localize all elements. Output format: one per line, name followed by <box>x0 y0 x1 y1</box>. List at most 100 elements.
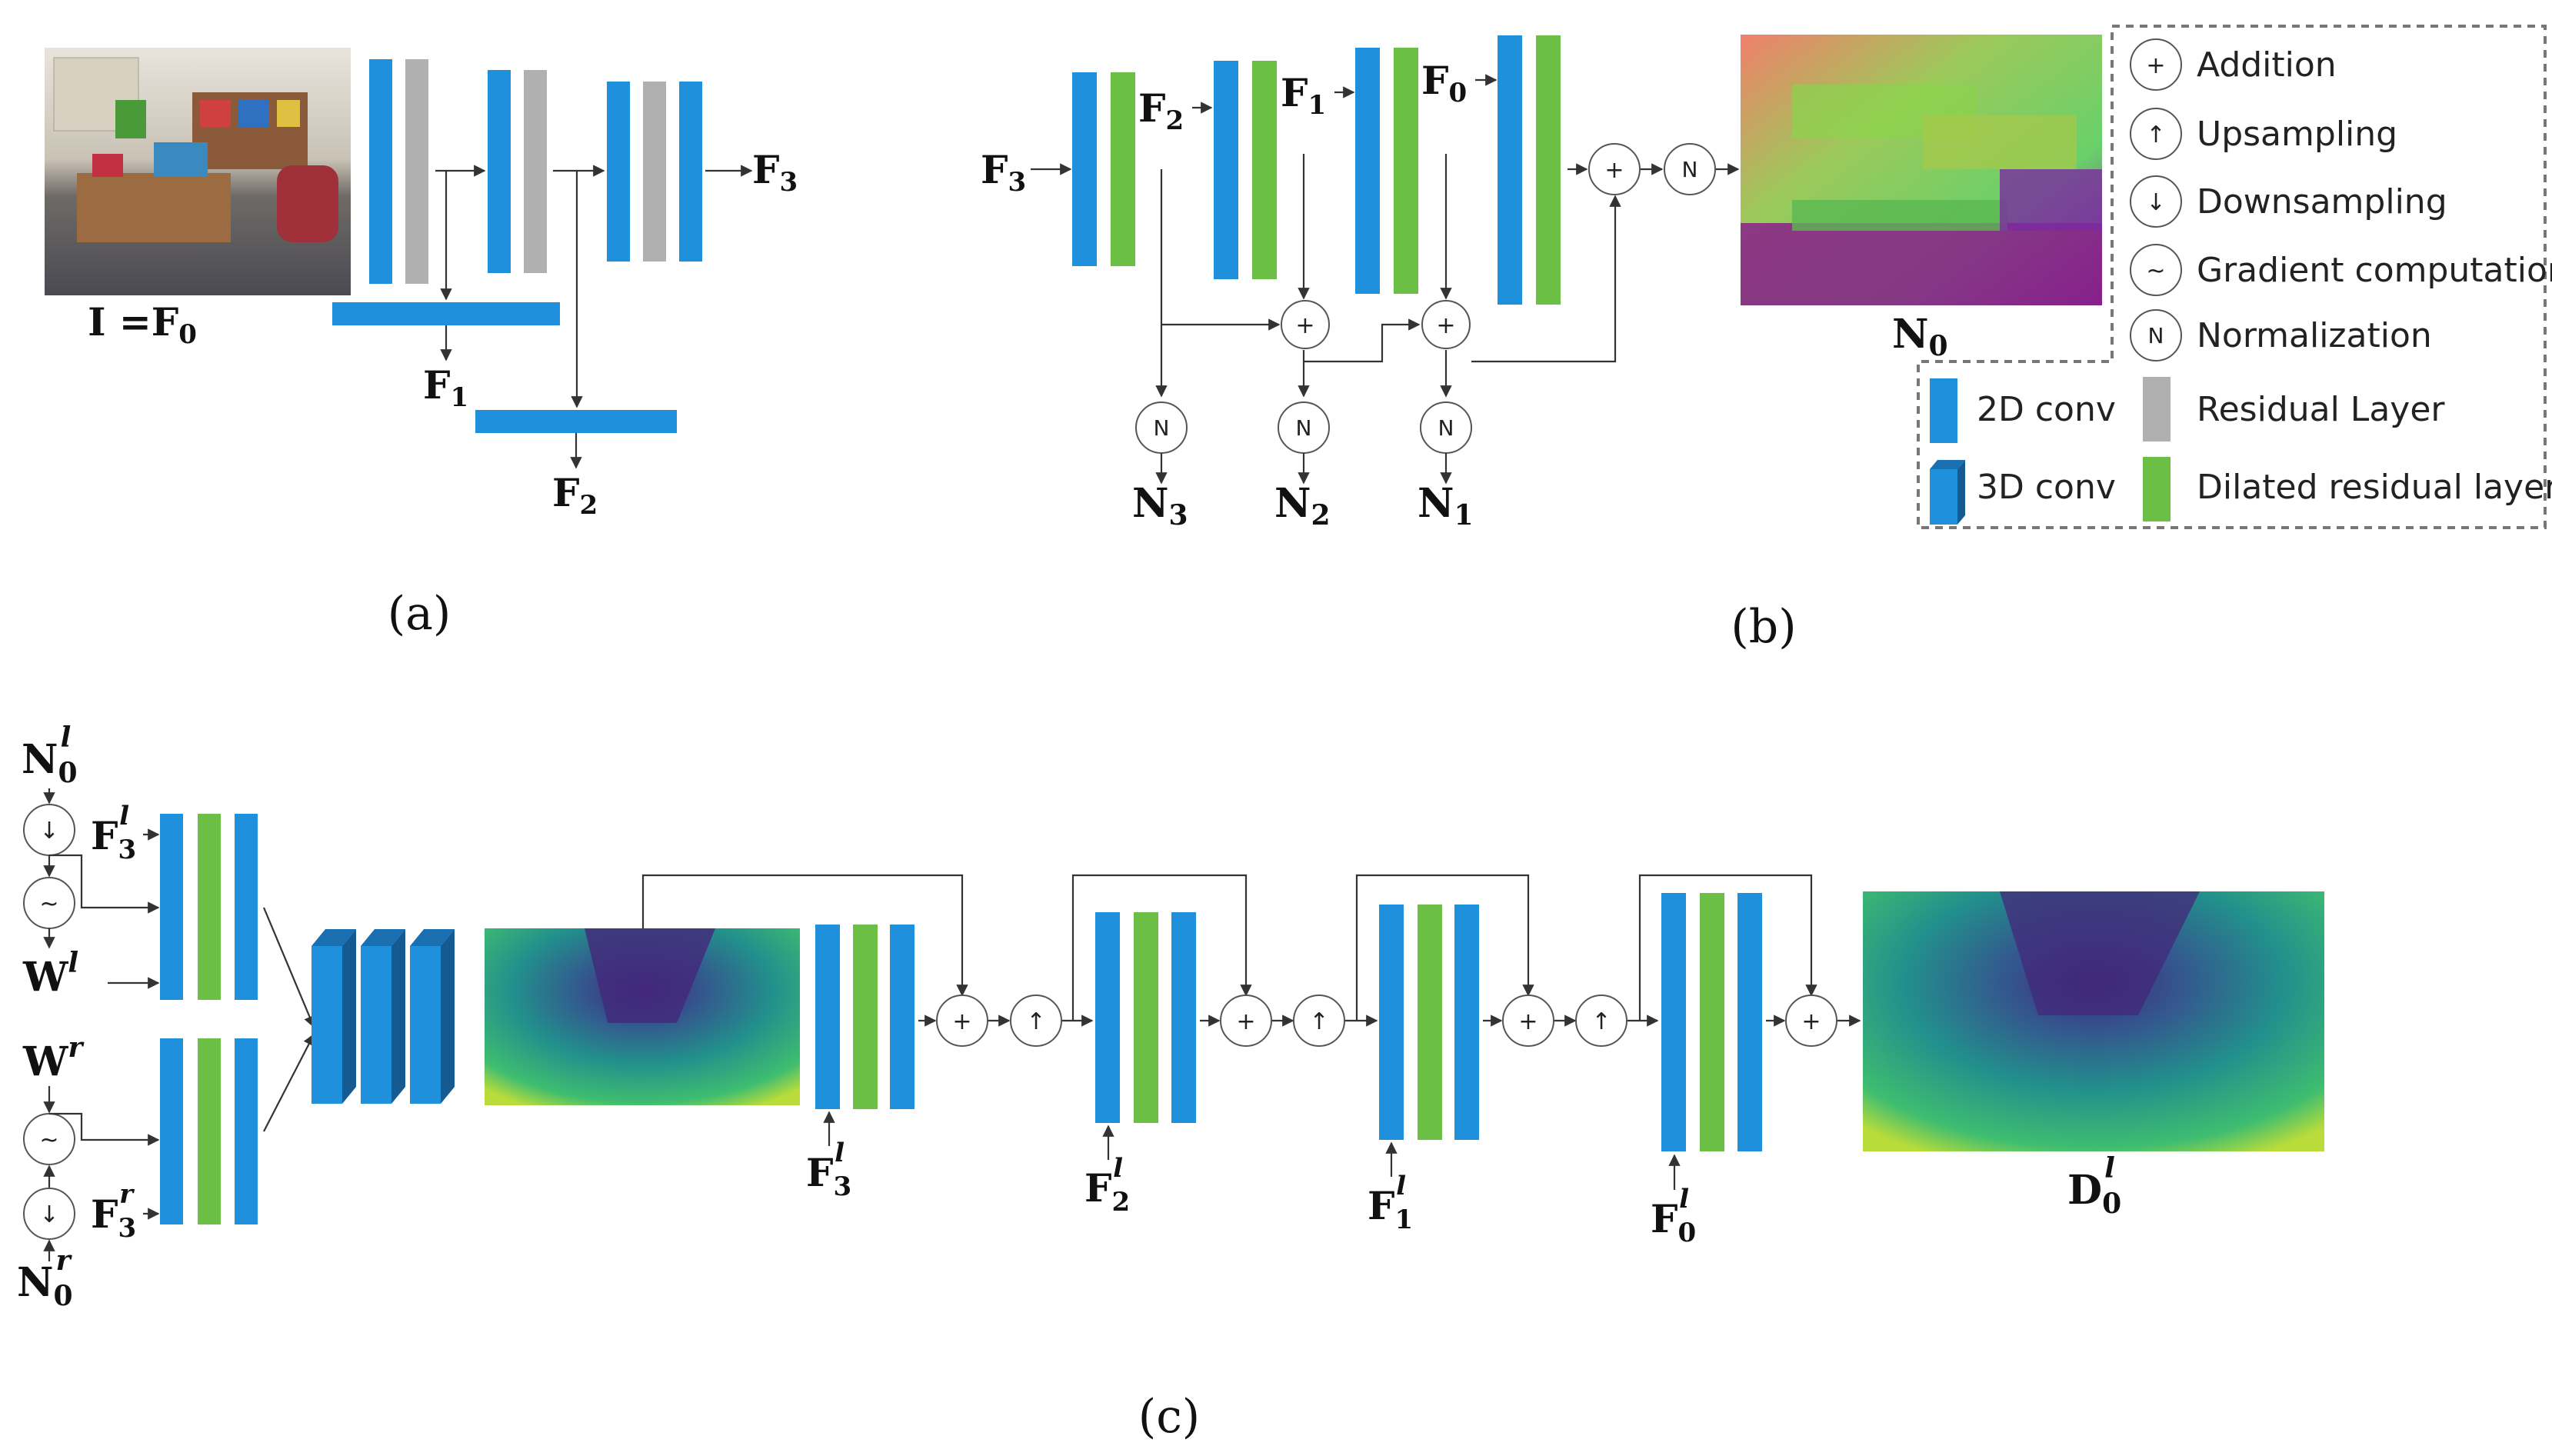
caption-b: (b) <box>1731 600 1796 654</box>
n3-label: N3 <box>1132 480 1188 531</box>
up-node: ↑ <box>1010 995 1062 1047</box>
svg-text:2D conv: 2D conv <box>1977 390 2116 429</box>
caption-c: (c) <box>1138 1390 1200 1444</box>
legend-normalization: N Normalization <box>2130 309 2432 362</box>
svg-text:+: + <box>1604 157 1624 184</box>
legend-dilated: Dilated residual layer <box>2143 457 2552 521</box>
residual-block <box>405 59 428 284</box>
final-depth-image <box>1863 891 2324 1151</box>
down-node: ↓ <box>23 1188 75 1240</box>
f0l-label: F0l <box>1651 1184 1696 1248</box>
conv2d-block-horizontal <box>332 302 560 325</box>
input-label: I =F0 <box>88 299 197 350</box>
n0-label: N0 <box>1892 311 1948 362</box>
svg-text:N: N <box>1154 415 1170 441</box>
svg-text:↓: ↓ <box>39 1201 58 1228</box>
conv2d-block <box>815 925 840 1109</box>
svg-text:↑: ↑ <box>1591 1008 1611 1035</box>
dilated-block <box>1134 912 1158 1123</box>
conv2d-block <box>1072 72 1097 266</box>
conv2d-block <box>160 814 183 1000</box>
svg-text:Gradient computation: Gradient computation <box>2197 251 2552 290</box>
n2-label: N2 <box>1274 480 1331 531</box>
norm-node: N <box>1420 401 1472 454</box>
svg-text:↓: ↓ <box>39 818 58 845</box>
f1-label: F1 <box>423 362 468 413</box>
normal-map-image <box>1741 35 2102 305</box>
conv2d-block <box>607 82 630 262</box>
svg-text:Residual Layer: Residual Layer <box>2197 390 2445 429</box>
wr-label: Wr <box>22 1031 85 1085</box>
legend-conv3d-swatch <box>1930 469 1957 525</box>
legend-downsampling: ↓ Downsampling <box>2130 175 2447 228</box>
conv3d-block <box>410 946 441 1104</box>
down-node: ↓ <box>23 804 75 856</box>
svg-text:+: + <box>1518 1008 1538 1035</box>
conv2d-block <box>1214 61 1238 279</box>
norm-node: N <box>1664 143 1716 195</box>
legend-addition: + Addition <box>2130 38 2337 91</box>
f3l-refine-label: F3l <box>806 1138 851 1202</box>
norm-node: N <box>1135 401 1188 454</box>
grad-node: ~ <box>23 877 75 929</box>
svg-text:+: + <box>1801 1008 1821 1035</box>
svg-text:+: + <box>1236 1008 1255 1035</box>
panel-b: F3 F2 F1 F0 + + + N N N N <box>981 35 2102 654</box>
svg-text:~: ~ <box>39 1127 58 1154</box>
conv2d-block <box>1171 912 1196 1123</box>
svg-text:↑: ↑ <box>1026 1008 1045 1035</box>
conv2d-block <box>1737 893 1762 1151</box>
svg-text:N: N <box>1682 157 1698 182</box>
dilated-block <box>198 1038 221 1224</box>
up-node: ↑ <box>1293 995 1345 1047</box>
svg-text:↑: ↑ <box>1309 1008 1328 1035</box>
caption-a: (a) <box>388 587 451 641</box>
dilated-block <box>1418 905 1442 1140</box>
legend-dilated-swatch <box>2143 457 2171 521</box>
conv3d-stack <box>312 929 455 1104</box>
n1-label: N1 <box>1418 480 1474 531</box>
conv2d-block <box>235 1038 258 1224</box>
f0-label: F0 <box>1421 58 1467 108</box>
legend: + Addition ↑ Upsampling ↓ Downsampling ~… <box>1917 25 2552 529</box>
conv2d-block <box>1661 893 1686 1151</box>
add-node: + <box>1421 300 1471 349</box>
dilated-block <box>1536 35 1561 305</box>
conv2d-block <box>1498 35 1522 305</box>
conv2d-block <box>1454 905 1479 1140</box>
conv3d-block <box>312 946 342 1104</box>
svg-text:Addition: Addition <box>2197 45 2337 85</box>
input-image <box>45 48 351 295</box>
conv2d-block <box>890 925 915 1109</box>
conv3d-block <box>361 946 391 1104</box>
f3l-label: F3l <box>91 801 136 865</box>
conv2d-block <box>1355 48 1380 294</box>
up-node: ↑ <box>1575 995 1627 1047</box>
residual-block <box>643 82 666 262</box>
dilated-block <box>1700 893 1724 1151</box>
svg-text:Downsampling: Downsampling <box>2197 182 2447 222</box>
f3-label: F3 <box>752 147 798 198</box>
dilated-block <box>1252 61 1277 279</box>
conv2d-block <box>488 70 511 273</box>
conv2d-block <box>1379 905 1404 1140</box>
svg-text:+: + <box>2146 52 2165 79</box>
f1-label: F1 <box>1281 70 1326 121</box>
legend-conv2d: 2D conv <box>1930 378 2116 443</box>
svg-text:+: + <box>952 1008 971 1035</box>
dilated-block <box>1111 72 1135 266</box>
legend-upsampling: ↑ Upsampling <box>2130 108 2397 160</box>
svg-text:↓: ↓ <box>2146 189 2165 216</box>
add-node: + <box>1281 300 1330 349</box>
norm-node: N <box>1278 401 1330 454</box>
add-node: + <box>1502 995 1554 1047</box>
coarse-depth-image <box>485 928 800 1105</box>
grad-node: ~ <box>23 1113 75 1165</box>
svg-text:N: N <box>2148 323 2164 348</box>
conv2d-block-horizontal <box>475 410 677 433</box>
svg-text:+: + <box>1436 312 1455 339</box>
svg-text:~: ~ <box>2146 258 2165 285</box>
add-node: + <box>936 995 988 1047</box>
f2-label: F2 <box>552 470 598 521</box>
